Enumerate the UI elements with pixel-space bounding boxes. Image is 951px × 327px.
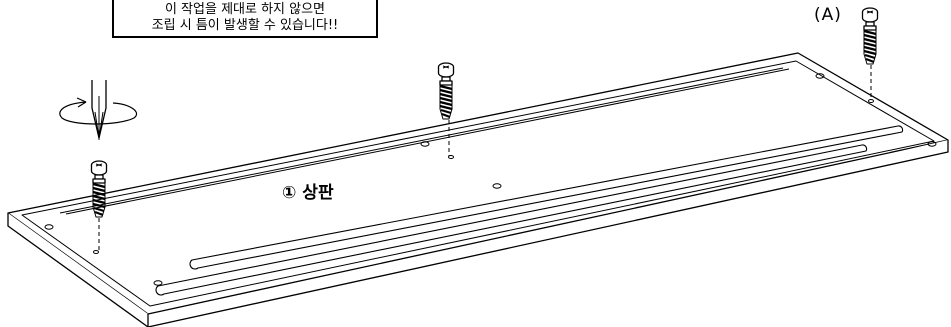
top-panel [7,52,949,327]
cam-bolt-icon [861,6,879,99]
top-panel-label: ① 상판 [282,183,334,203]
cam-bolt-icon [437,61,455,156]
panel-holes [44,73,937,286]
cam-bolt-icon [90,159,108,250]
screwdriver-icon [91,80,107,140]
warning-box: 이 작업을 제대로 하지 않으면 조립 시 틈이 발생할 수 있습니다!! [112,0,378,38]
warning-line-2: 조립 시 틈이 발생할 수 있습니다!! [151,18,339,33]
rotation-arrow-icon [59,97,138,125]
part-a-label: (A) [814,5,842,25]
warning-line-1: 이 작업을 제대로 하지 않으면 [164,2,326,17]
